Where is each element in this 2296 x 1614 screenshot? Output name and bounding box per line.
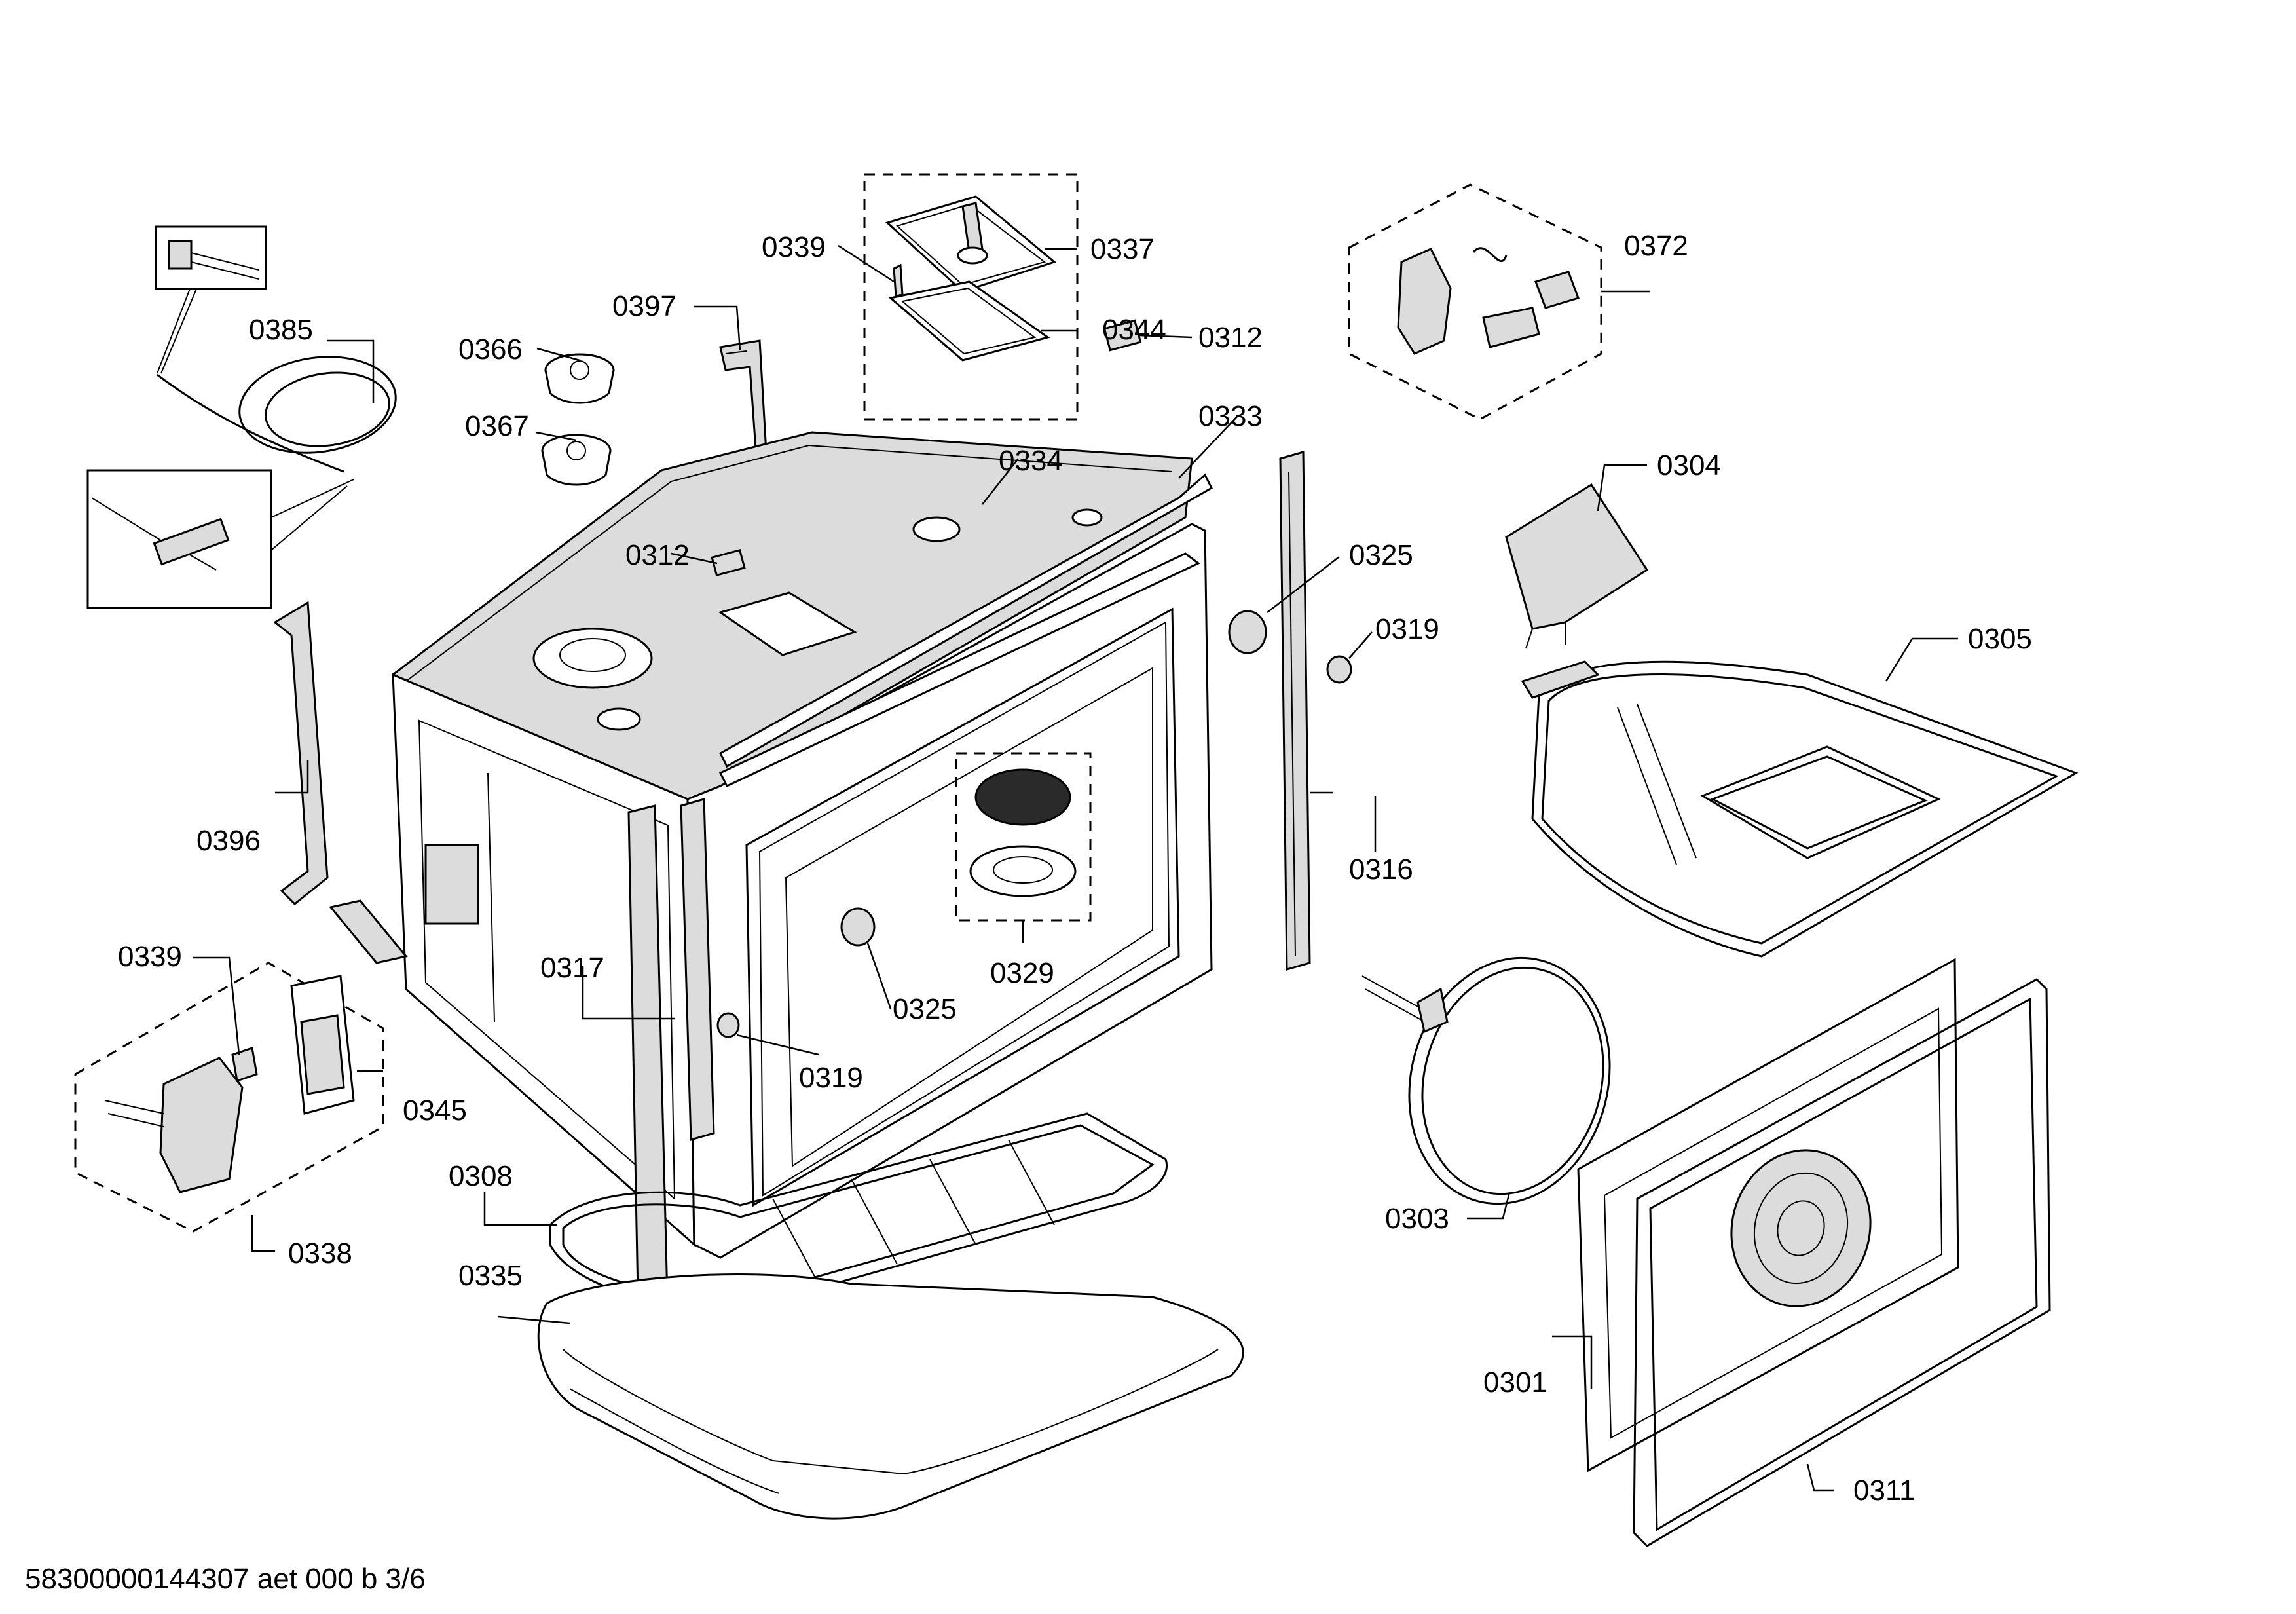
label-0345: 0345 xyxy=(403,1095,467,1127)
label-0397: 0397 xyxy=(612,290,676,322)
part-0305-top-heater xyxy=(1521,660,2079,958)
part-group-0337-dashed-box xyxy=(863,173,1079,421)
label-0372: 0372 xyxy=(1624,230,1688,262)
label-0366: 0366 xyxy=(458,333,523,366)
part-group-0329-lamp xyxy=(955,752,1092,922)
part-knobs xyxy=(716,610,1352,1038)
part-0396-side-bracket xyxy=(273,601,329,906)
label-0312-mid: 0312 xyxy=(625,539,690,571)
part-0397-bracket xyxy=(719,339,768,460)
part-drawings xyxy=(74,173,2079,1547)
label-0319-top: 0319 xyxy=(1375,613,1439,645)
label-0311: 0311 xyxy=(1853,1474,1916,1507)
label-0333: 0333 xyxy=(1198,400,1263,432)
label-0308: 0308 xyxy=(449,1160,513,1192)
part-0301-back-wall xyxy=(1577,958,1959,1473)
part-0304-heat-shield xyxy=(1505,483,1649,649)
label-0312-top: 0312 xyxy=(1198,322,1263,354)
part-number-labels: 0385 0366 0367 0397 0339 0337 0344 0312 … xyxy=(118,230,2032,1507)
label-0329: 0329 xyxy=(990,957,1054,989)
label-0304: 0304 xyxy=(1657,449,1721,481)
label-0301: 0301 xyxy=(1483,1366,1547,1398)
label-0385: 0385 xyxy=(249,314,313,346)
label-0339-lower: 0339 xyxy=(118,941,182,973)
label-0316: 0316 xyxy=(1349,854,1413,886)
part-0335-insulation xyxy=(537,1273,1244,1520)
label-0325-mid: 0325 xyxy=(893,993,957,1025)
label-0337: 0337 xyxy=(1090,233,1155,265)
part-0303-ring-heater xyxy=(1361,956,1611,1205)
label-0344: 0344 xyxy=(1102,314,1166,346)
part-0366-0367-fan-cups xyxy=(541,353,615,486)
part-0385-temperature-sensor-cable xyxy=(86,225,397,609)
part-oven-cavity xyxy=(391,431,1213,1259)
label-0335: 0335 xyxy=(458,1260,523,1292)
part-group-0338-thermostat xyxy=(74,962,384,1233)
label-0339-top: 0339 xyxy=(762,231,826,263)
label-0334: 0334 xyxy=(999,445,1063,477)
label-0319-mid: 0319 xyxy=(799,1062,863,1094)
label-0303: 0303 xyxy=(1385,1203,1449,1235)
label-0325-top: 0325 xyxy=(1349,539,1413,571)
label-0396: 0396 xyxy=(196,825,261,857)
part-0311-door-seal xyxy=(1633,978,2051,1547)
leader-lines xyxy=(193,244,1958,1492)
document-id-footer: 58300000144307 aet 000 b 3/6 xyxy=(25,1563,426,1595)
label-0317: 0317 xyxy=(540,952,604,984)
part-0316-side-rail xyxy=(1279,451,1311,971)
part-hinge-bracket xyxy=(329,899,408,964)
label-0367: 0367 xyxy=(465,410,529,442)
part-0312-pad-top xyxy=(1103,319,1142,352)
part-group-0372-door-switch xyxy=(1348,183,1602,421)
label-0338: 0338 xyxy=(288,1237,352,1269)
label-0305: 0305 xyxy=(1968,623,2032,655)
